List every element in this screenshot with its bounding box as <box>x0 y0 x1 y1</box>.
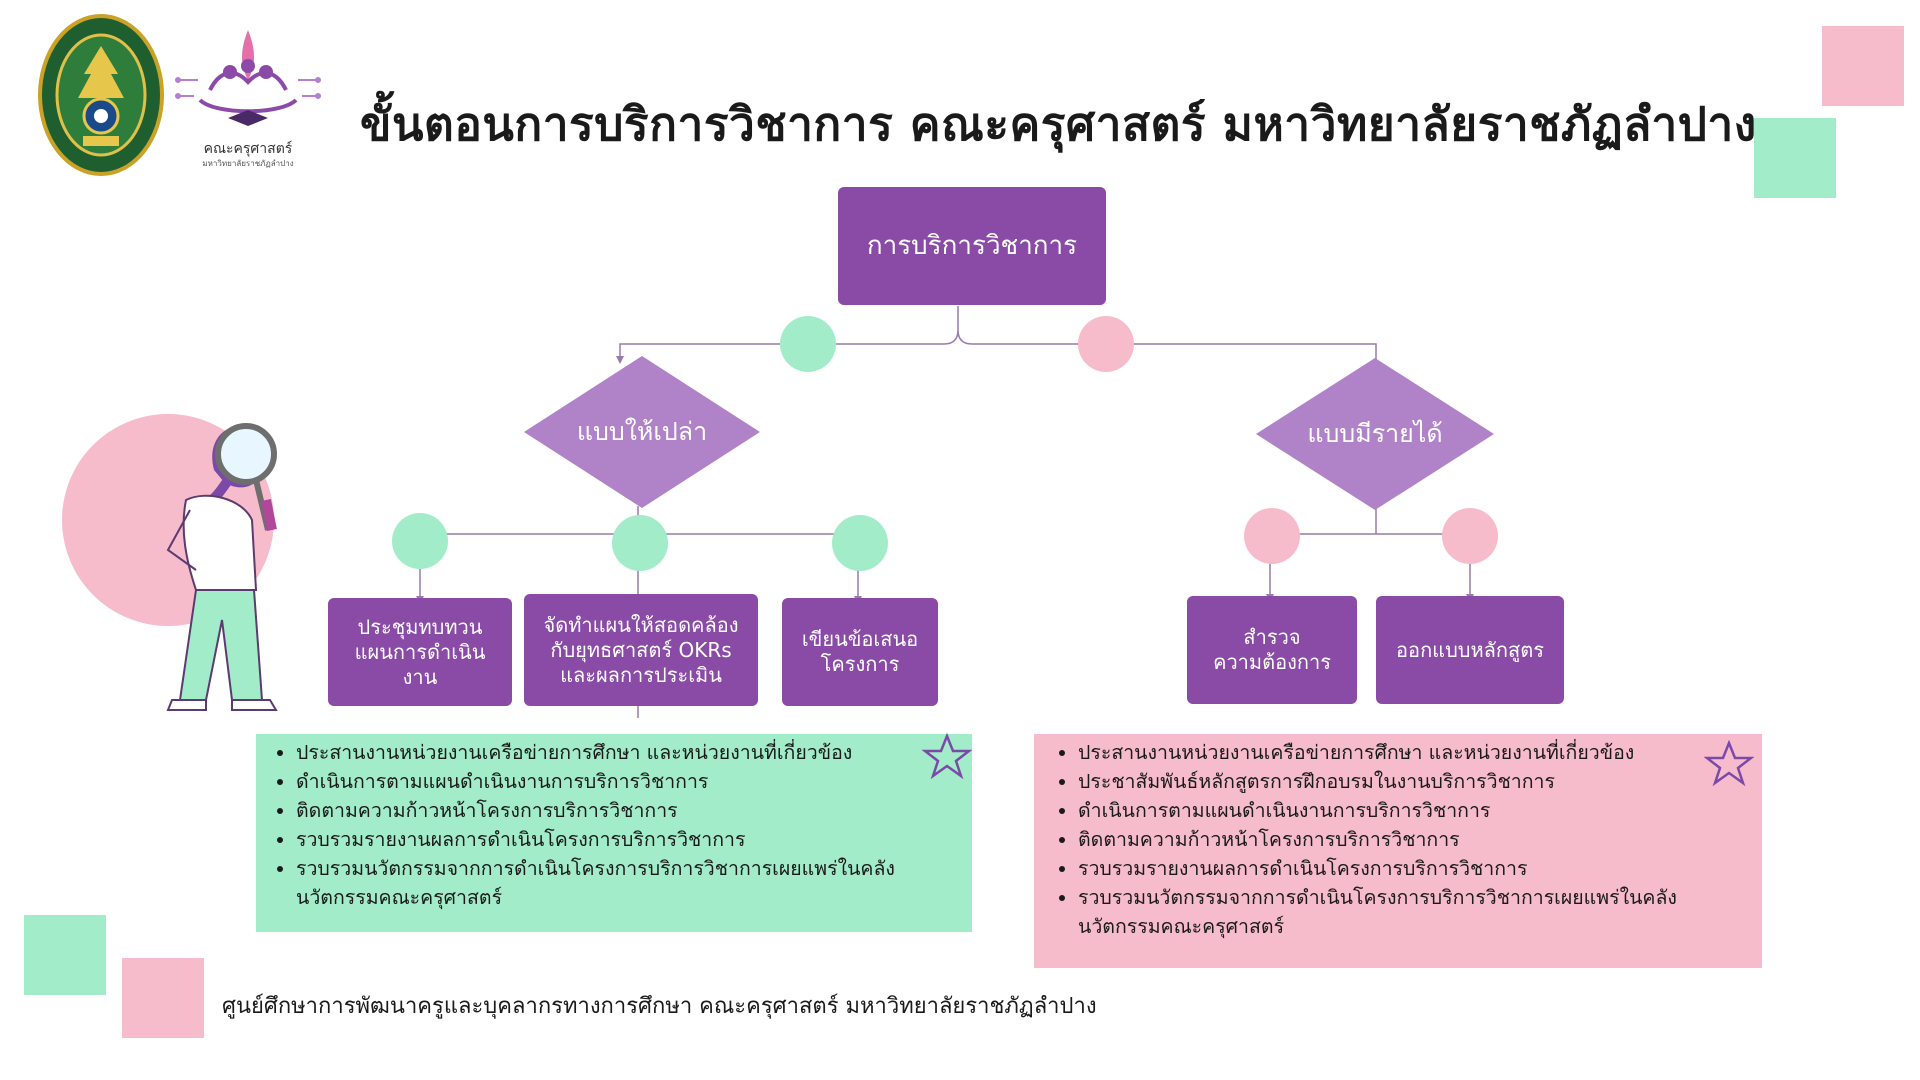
step-node-survey-needs: สำรวจ ความต้องการ <box>1187 596 1357 704</box>
connector-dot-mint <box>612 515 668 571</box>
deco-square-mint-top <box>1754 118 1836 198</box>
connector-dot-pink <box>1078 316 1134 372</box>
steps-list-free: ประสานงานหน่วยงานเครือข่ายการศึกษา และหน… <box>256 734 972 932</box>
list-item: ประสานงานหน่วยงานเครือข่ายการศึกษา และหน… <box>296 738 932 767</box>
step-node-write-proposal: เขียนข้อเสนอ โครงการ <box>782 598 938 706</box>
list-item: ประชาสัมพันธ์หลักสูตรการฝึกอบรมในงานบริก… <box>1078 767 1722 796</box>
branch-node-income: แบบมีรายได้ <box>1256 358 1494 510</box>
woman-magnifier-illustration <box>62 414 278 711</box>
page-title: ขั้นตอนการบริการวิชาการ คณะครุศาสตร์ มหา… <box>360 97 1757 151</box>
faculty-logo-icon: คณะครุศาสตร์ มหาวิทยาลัยราชภัฏลำปาง <box>170 20 326 170</box>
step-node-align-plan: จัดทำแผนให้สอดคล้อง กับยุทธศาสตร์ OKRs แ… <box>524 594 758 706</box>
list-item: รวบรวมนวัตกรรมจากการดำเนินโครงการบริการว… <box>1078 883 1722 941</box>
list-item: ติดตามความก้าวหน้าโครงการบริการวิชาการ <box>296 796 932 825</box>
university-seal-icon <box>38 14 164 176</box>
list-item: ติดตามความก้าวหน้าโครงการบริการวิชาการ <box>1078 825 1722 854</box>
connector-dot-mint <box>832 515 888 571</box>
branch-node-free: แบบให้เปล่า <box>524 356 760 508</box>
star-doodle-icon <box>1704 740 1754 786</box>
step-node-review-plan: ประชุมทบทวน แผนการดำเนินงาน <box>328 598 512 706</box>
list-item: ประสานงานหน่วยงานเครือข่ายการศึกษา และหน… <box>1078 738 1722 767</box>
faculty-logo-name: คณะครุศาสตร์ <box>203 141 293 157</box>
connector-dot-pink <box>1244 508 1300 564</box>
footer-text: ศูนย์ศึกษาการพัฒนาครูและบุคลากรทางการศึก… <box>222 994 1097 1019</box>
root-node: การบริการวิชาการ <box>838 187 1106 305</box>
deco-square-pink-bottom <box>122 958 204 1038</box>
faculty-logo-subtitle: มหาวิทยาลัยราชภัฏลำปาง <box>202 159 294 168</box>
list-item: รวบรวมนวัตกรรมจากการดำเนินโครงการบริการว… <box>296 854 932 912</box>
deco-square-pink-top <box>1822 26 1904 106</box>
list-item: ดำเนินการตามแผนดำเนินงานการบริการวิชาการ <box>1078 796 1722 825</box>
connector-dot-mint <box>780 316 836 372</box>
connector-dot-mint <box>392 513 448 569</box>
list-item: รวบรวมรายงานผลการดำเนินโครงการบริการวิชา… <box>1078 854 1722 883</box>
step-node-design-course: ออกแบบหลักสูตร <box>1376 596 1564 704</box>
connector-dot-pink <box>1442 508 1498 564</box>
list-item: รวบรวมรายงานผลการดำเนินโครงการบริการวิชา… <box>296 825 932 854</box>
star-doodle-icon <box>922 733 972 779</box>
deco-square-mint-bottom <box>24 915 106 995</box>
steps-list-income: ประสานงานหน่วยงานเครือข่ายการศึกษา และหน… <box>1034 734 1762 968</box>
list-item: ดำเนินการตามแผนดำเนินงานการบริการวิชาการ <box>296 767 932 796</box>
